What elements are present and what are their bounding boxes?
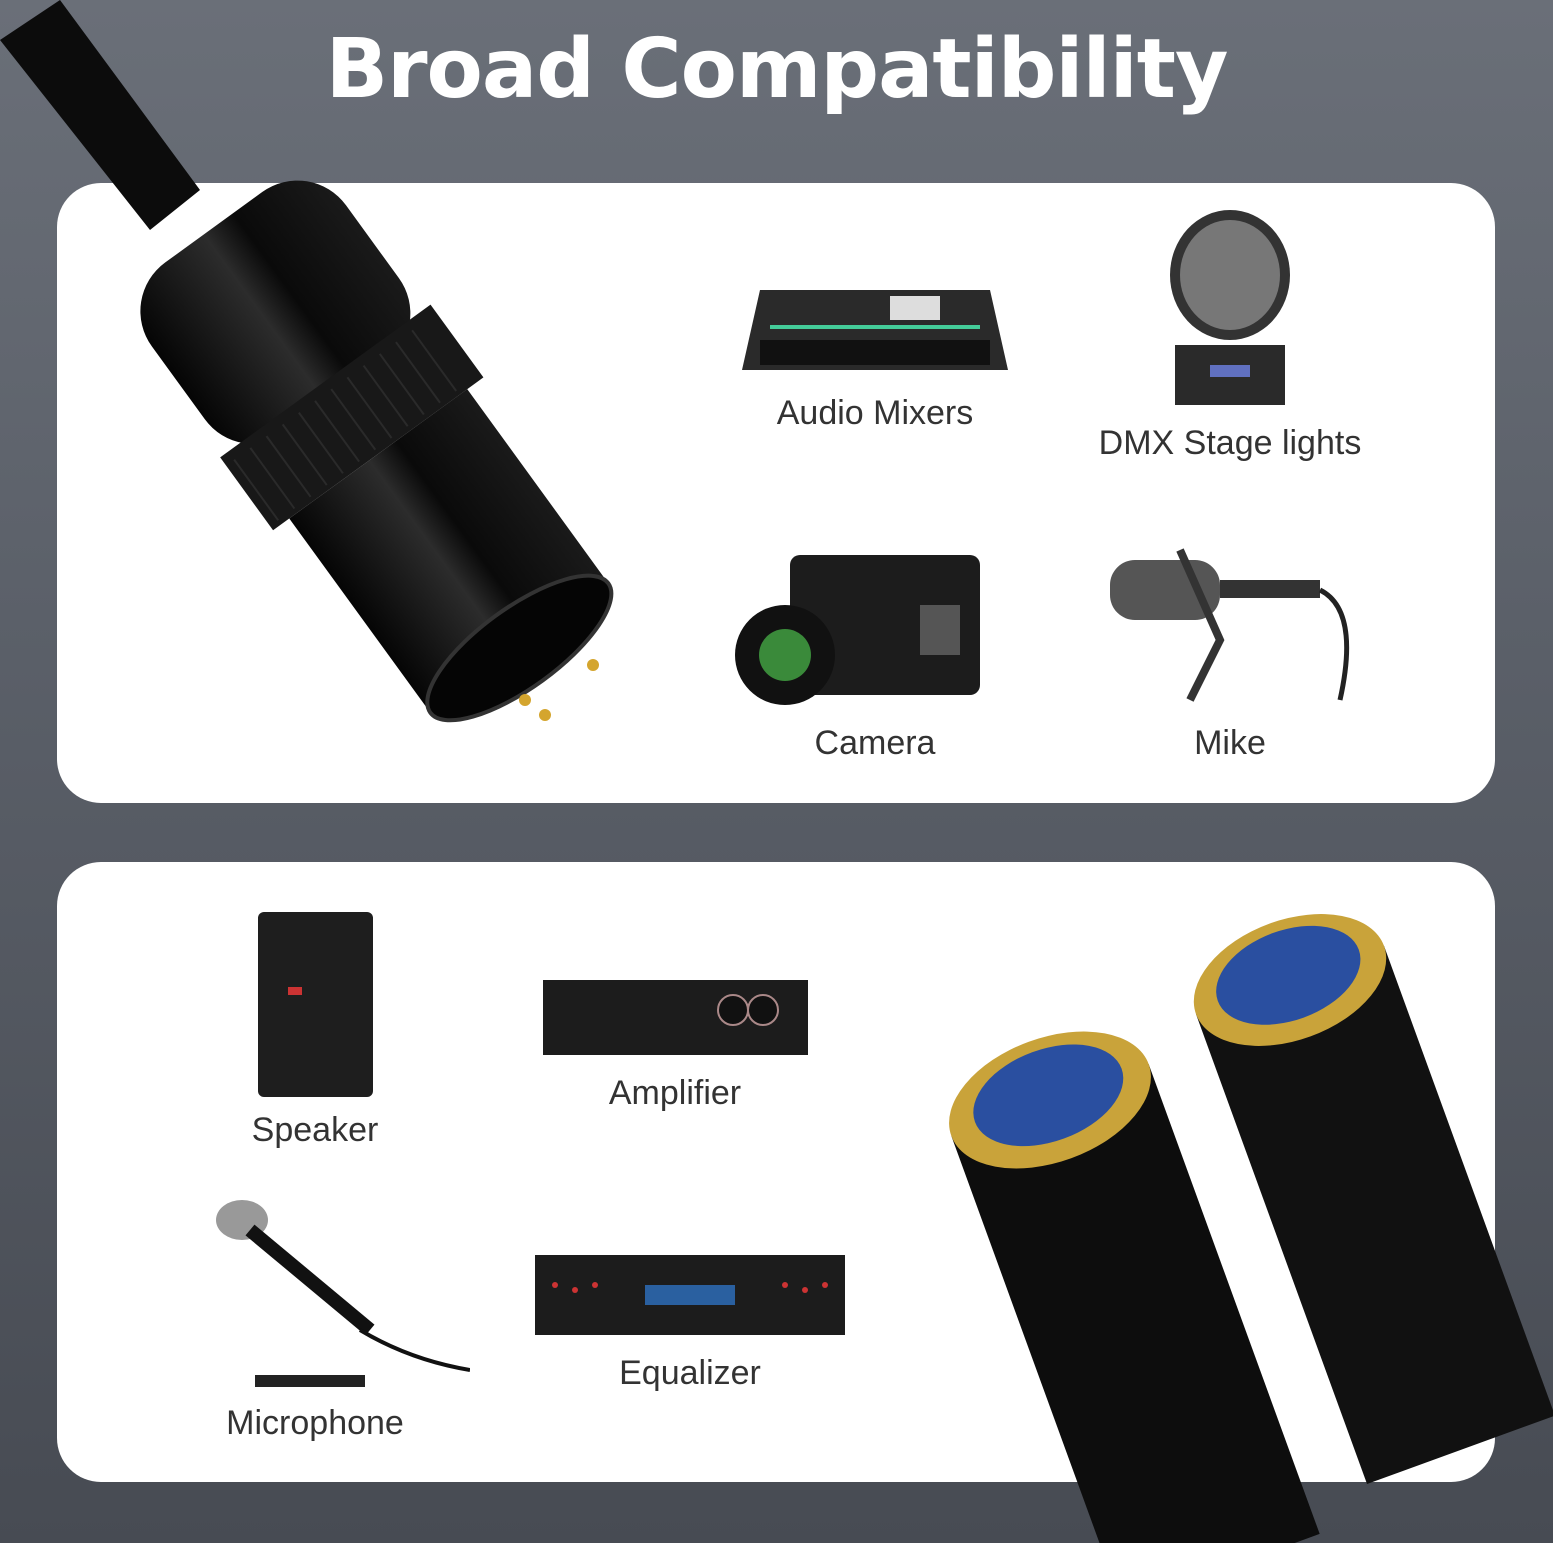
device-camera: Camera: [720, 515, 1030, 763]
page-title: Broad Compatibility: [325, 22, 1229, 117]
microphone-icon: [210, 1190, 470, 1390]
device-audio-mixers: Audio Mixers: [720, 280, 1030, 433]
amplifier-icon: [542, 975, 808, 1060]
device-equalizer: Equalizer: [530, 1245, 850, 1393]
device-microphone: Microphone: [210, 1190, 470, 1443]
device-label: DMX Stage lights: [1098, 424, 1362, 462]
device-label: Amplifier: [608, 1074, 742, 1112]
device-label: Microphone: [226, 1404, 404, 1442]
device-label: Speaker: [251, 1111, 379, 1149]
device-label: Equalizer: [619, 1354, 761, 1392]
device-label: Audio Mixers: [776, 394, 974, 432]
speaker-icon: [257, 912, 373, 1097]
xlr-female-connectors-icon: [949, 914, 1553, 1543]
audio-mixer-icon: [740, 280, 1010, 380]
device-speaker: Speaker: [210, 912, 420, 1150]
camera-icon: [730, 515, 1020, 710]
equalizer-icon: [535, 1245, 845, 1340]
device-label: Mike: [1194, 724, 1266, 762]
device-amplifier: Amplifier: [530, 975, 820, 1113]
device-label: Camera: [814, 724, 936, 762]
device-mike: Mike: [1080, 530, 1380, 763]
device-dmx-stage-lights: DMX Stage lights: [1080, 205, 1380, 463]
stage-light-icon: [1150, 205, 1310, 410]
xlr-male-connector-icon: [0, 0, 614, 723]
studio-mic-icon: [1100, 530, 1360, 710]
